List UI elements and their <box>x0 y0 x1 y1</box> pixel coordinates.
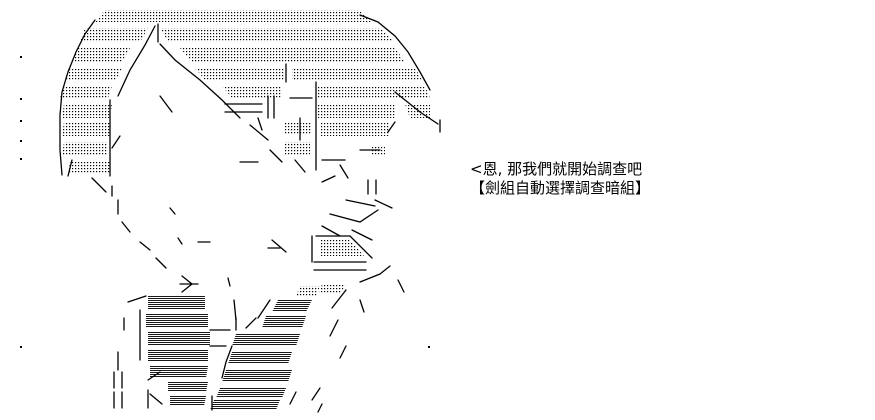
margin-dots <box>20 56 430 348</box>
dialogue-text: <恩, 那我們就開始調查吧 【劍組自動選擇調查暗組】 <box>470 160 650 198</box>
collar-shading <box>296 240 364 296</box>
hair-outline <box>59 14 441 177</box>
dialogue-line-2: 【劍組自動選擇調查暗組】 <box>470 179 651 197</box>
body-shading <box>146 296 312 410</box>
body-outline <box>113 295 365 413</box>
jaw-outline <box>91 177 393 293</box>
dialogue-line-1: <恩, 那我們就開始調查吧 <box>470 160 643 178</box>
hair-shading <box>60 10 430 174</box>
face-lines <box>159 95 377 195</box>
collar <box>311 235 405 309</box>
